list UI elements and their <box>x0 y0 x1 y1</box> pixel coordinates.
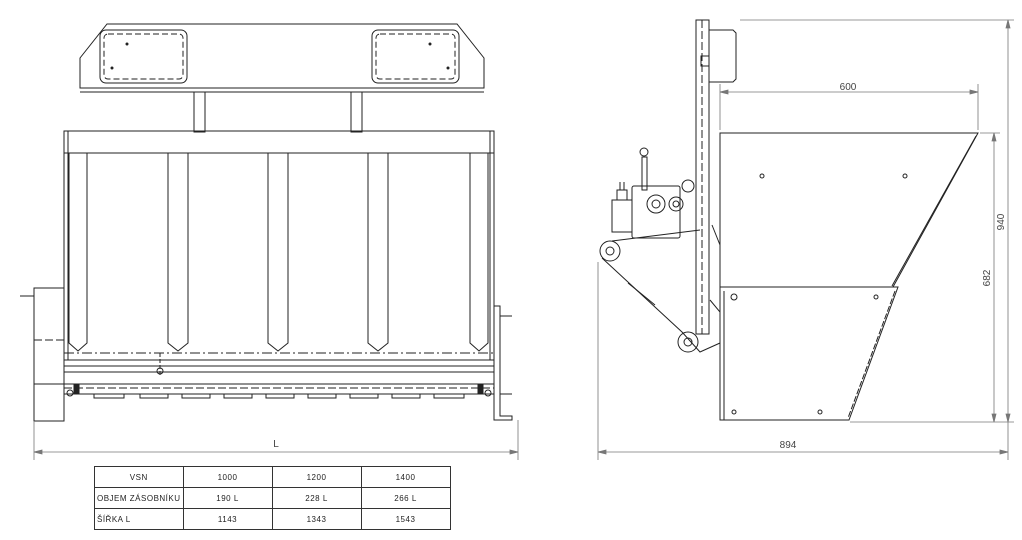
front-post-right <box>350 91 363 133</box>
table-cell: ŠÍŘKA L <box>94 508 184 530</box>
front-foot <box>265 394 295 399</box>
front-foot <box>181 394 211 399</box>
side-hopper-height-label: 682 <box>982 269 993 286</box>
table-cell: 1543 <box>360 508 451 530</box>
front-foot <box>349 394 379 399</box>
table-row: OBJEM ZÁSOBNÍKU 190 L 228 L 266 L <box>94 487 451 509</box>
side-lever <box>641 156 648 191</box>
front-top-window-right <box>371 29 460 84</box>
side-overall-height-label: 940 <box>996 213 1007 230</box>
front-width-label: L <box>273 439 279 450</box>
front-foot <box>93 394 125 399</box>
side-valve-body <box>631 185 681 239</box>
spec-table: VSN 1000 1200 1400 OBJEM ZÁSOBNÍKU 190 L… <box>94 466 451 530</box>
table-cell: 1143 <box>182 508 273 530</box>
table-cell: VSN <box>94 466 184 488</box>
side-pivot-top <box>599 240 621 262</box>
front-hopper-frame <box>63 130 495 154</box>
table-cell: 228 L <box>271 487 362 509</box>
side-arm <box>601 257 721 353</box>
front-foot <box>307 394 337 399</box>
front-side-plate-left <box>33 287 65 422</box>
front-post-left <box>193 91 206 133</box>
front-rib <box>469 153 489 352</box>
side-top-block <box>709 29 737 83</box>
table-cell: OBJEM ZÁSOBNÍKU <box>94 487 184 509</box>
side-dimensions <box>597 19 1014 460</box>
front-foot <box>139 394 169 399</box>
front-top-window-left <box>99 29 188 84</box>
front-width-dimension <box>33 420 519 460</box>
side-hopper-lower <box>719 286 899 421</box>
front-side-plate-right <box>493 305 513 421</box>
table-cell: 1000 <box>182 466 273 488</box>
side-pivot-bottom <box>677 331 699 353</box>
table-cell: 1343 <box>271 508 362 530</box>
front-foot <box>223 394 253 399</box>
front-top-bracket <box>79 23 485 89</box>
front-rib <box>267 153 289 352</box>
front-view <box>20 23 519 460</box>
side-valve-block <box>611 199 633 233</box>
table-cell: 190 L <box>182 487 273 509</box>
table-cell: 1200 <box>271 466 362 488</box>
side-top-dim-label: 600 <box>840 82 857 93</box>
front-foot <box>433 394 465 399</box>
side-hopper-upper <box>719 132 979 288</box>
table-cell: 266 L <box>360 487 451 509</box>
side-view <box>597 19 1014 460</box>
front-rib <box>367 153 389 352</box>
table-cell: 1400 <box>360 466 451 488</box>
front-rib <box>68 153 88 352</box>
side-overall-width-label: 894 <box>780 440 797 451</box>
table-header-row: VSN 1000 1200 1400 <box>94 466 451 488</box>
table-row: ŠÍŘKA L 1143 1343 1543 <box>94 508 451 530</box>
front-foot <box>391 394 421 399</box>
front-rib <box>167 153 189 352</box>
